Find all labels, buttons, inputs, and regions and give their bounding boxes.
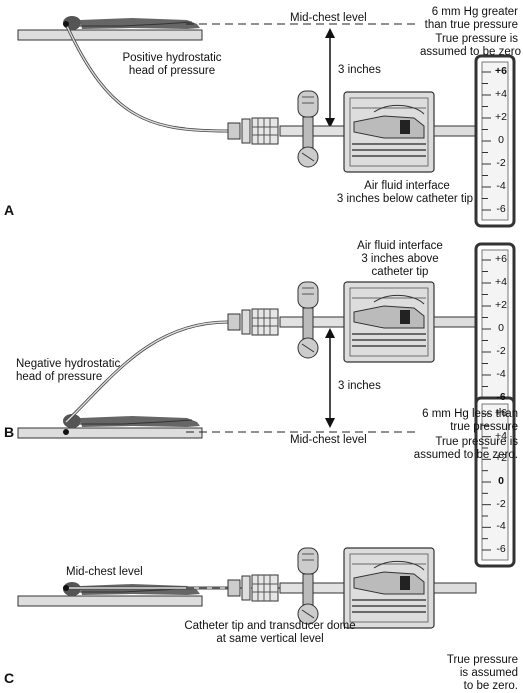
panel-b-level-label: Mid-chest level [290, 434, 367, 446]
bed [17, 427, 203, 439]
tubing-connector [227, 308, 279, 336]
panel-b-note-2: true pressure [450, 421, 518, 433]
scale-label: +6 [495, 65, 507, 77]
panel-b-letter: B [4, 424, 15, 440]
panel-c-true-1: True pressure [446, 654, 518, 666]
scale-label: 0 [498, 322, 504, 334]
scale-label: -4 [496, 180, 506, 192]
scale-label: -4 [496, 520, 506, 533]
scale-label: -6 [496, 543, 506, 555]
panel-a-distance-label: 3 inches [338, 64, 381, 76]
scale-label: +2 [495, 111, 507, 123]
panel-b-true-1: True pressure is [435, 436, 518, 448]
patient [62, 15, 201, 31]
scale-label: -2 [496, 345, 506, 357]
pressure-tubing-inner [65, 321, 229, 423]
transducer-shaft [433, 125, 477, 137]
panel-c-letter: C [4, 670, 15, 686]
arrowhead-down [325, 418, 335, 428]
transducer-shaft [433, 316, 477, 328]
pressure-tubing-inner [65, 23, 229, 132]
transducer [343, 91, 435, 173]
catheter-tip [63, 21, 69, 27]
panel-b-head-label-2: head of pressure [16, 371, 103, 383]
panel-c-level-label: Mid-chest level [66, 566, 143, 578]
transducer [343, 547, 435, 629]
panel-b-interface-3: catheter tip [371, 266, 429, 278]
panel-b-interface-2: 3 inches above [361, 253, 439, 265]
panel-a-head-label-2: head of pressure [128, 65, 216, 77]
transducer [343, 281, 435, 363]
panel-a-interface-1: Air fluid interface [364, 180, 450, 192]
panel-a-letter: A [4, 202, 15, 218]
scale-label: +2 [495, 452, 507, 465]
panel-b-distance-label: 3 inches [338, 380, 381, 392]
scale-label: 0 [498, 475, 504, 487]
patient [62, 413, 201, 429]
scale-label: +2 [495, 299, 507, 311]
bed [17, 29, 203, 41]
arrowhead-down [325, 118, 335, 128]
bed [17, 595, 203, 607]
scale-label: +6 [495, 407, 507, 419]
panel-a-true-2: assumed to be zero [420, 46, 522, 58]
arrowhead-up [325, 28, 335, 38]
scale-label: 0 [498, 134, 504, 146]
scale-label: -4 [496, 368, 506, 380]
panel-a-head-label-1: Positive hydrostatic [122, 52, 222, 64]
tubing-connector [227, 574, 279, 602]
panel-b-true-2: assumed to be zero. [413, 449, 518, 461]
panel-b-interface-1: Air fluid interface [357, 240, 443, 252]
panel-b-note-1: 6 mm Hg less than [422, 408, 518, 420]
panel-a-note-1: 6 mm Hg greater [431, 6, 518, 18]
panel-a-true-1: True pressure is [435, 33, 518, 45]
scale-label: -6 [496, 203, 506, 215]
panel-c-caption-2: at same vertical level [216, 633, 324, 645]
panel-a-interface-2: 3 inches below catheter tip [336, 193, 474, 205]
scale-label: +4 [495, 276, 507, 288]
catheter-tip [63, 429, 69, 435]
scale-label: -2 [496, 497, 506, 510]
transducer-shaft [433, 582, 477, 594]
scale-label: -6 [496, 391, 506, 403]
scale-label: +4 [495, 88, 507, 100]
panel-b-head-label-1: Negative hydrostatic [16, 358, 121, 370]
arrowhead-up [325, 328, 335, 338]
scale-label: +6 [495, 253, 507, 265]
tubing-connector [227, 117, 279, 145]
catheter-tip [63, 585, 69, 591]
panel-c-true-3: to be zero. [463, 680, 518, 692]
panel-a-level-label: Mid-chest level [290, 12, 367, 24]
panel-a-note-2: than true pressure [424, 19, 518, 31]
panel-c-caption-1: Catheter tip and transducer dome [184, 620, 356, 632]
scale-label: -2 [496, 157, 506, 169]
scale-label: +4 [495, 429, 507, 442]
panel-c-true-2: is assumed [459, 667, 518, 679]
